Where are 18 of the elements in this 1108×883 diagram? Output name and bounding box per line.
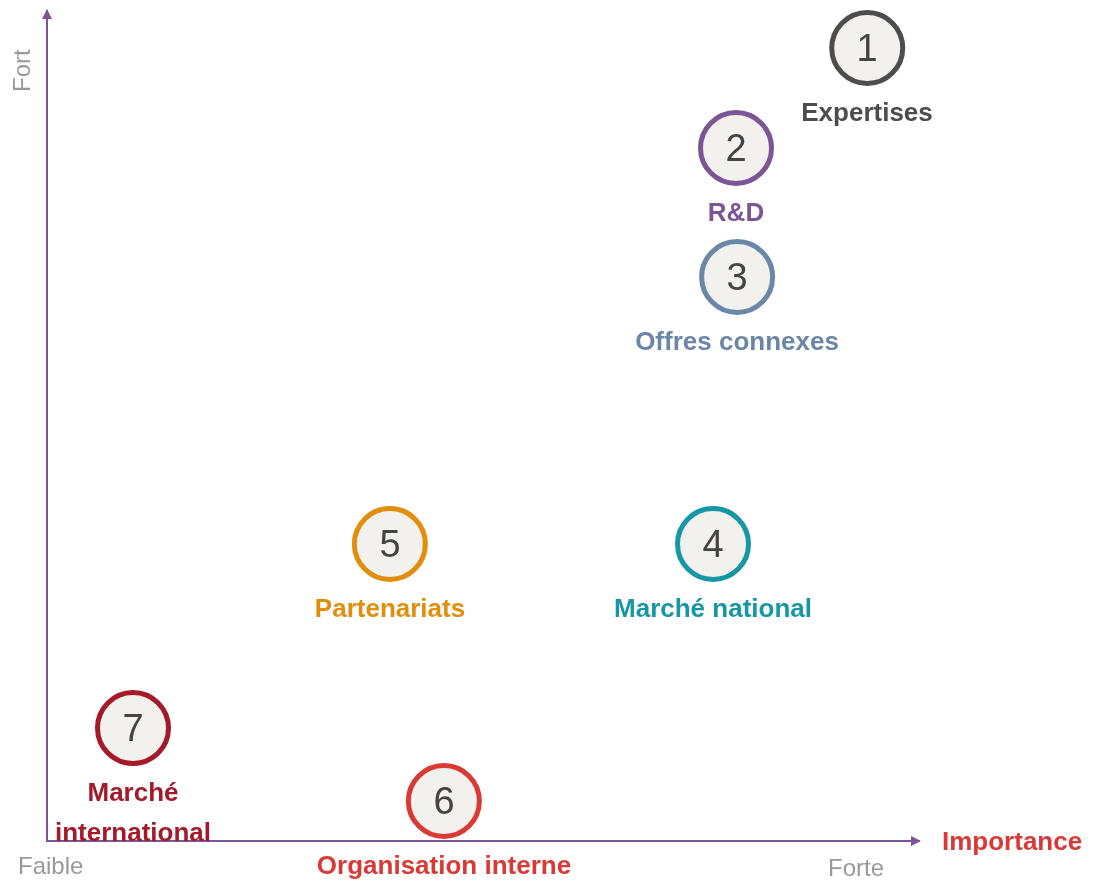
category-label: R&D xyxy=(707,196,765,229)
number-circle: 5 xyxy=(352,506,428,582)
number-circle: 1 xyxy=(829,10,905,86)
number-circle: 2 xyxy=(698,110,774,186)
number-circle: 3 xyxy=(699,239,775,315)
category-label: Expertises xyxy=(801,96,933,129)
category-label: Marché national xyxy=(614,592,812,625)
axis-end-label: Faible xyxy=(18,852,84,880)
number-circle: 4 xyxy=(675,506,751,582)
category-label: Offres connexes xyxy=(635,325,839,358)
number-circle: 7 xyxy=(95,690,171,766)
category-label: Partenariats xyxy=(314,592,466,625)
category-label: Marché international xyxy=(54,776,212,850)
axis-end-label: Fort xyxy=(8,49,36,92)
axis-title: Importance xyxy=(942,826,1083,857)
number-circle: 6 xyxy=(406,763,482,839)
axis-end-label: Forte xyxy=(828,854,884,882)
category-label: Organisation interne xyxy=(316,849,572,882)
